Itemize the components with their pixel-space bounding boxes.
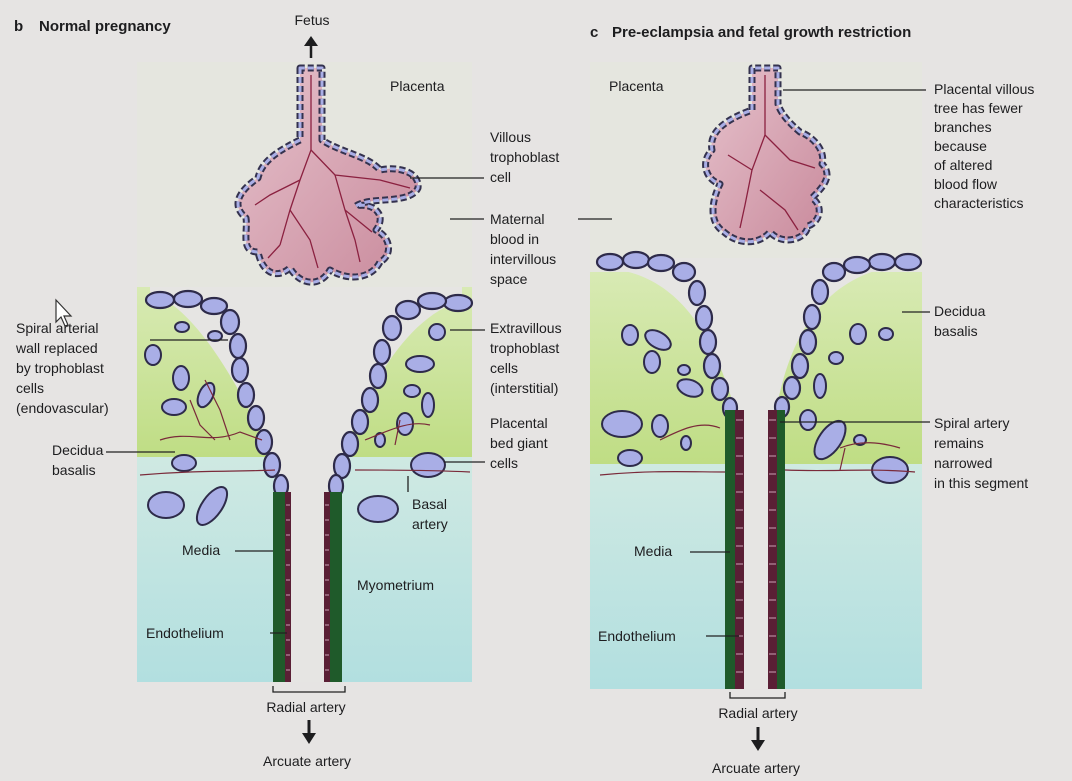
media-left-b bbox=[273, 492, 285, 682]
giant-line-2: bed giant bbox=[490, 435, 548, 451]
villous-tree-line-7: characteristics bbox=[934, 195, 1023, 211]
villous-line-1: Villous bbox=[490, 129, 531, 145]
villous-tree-line-6: blood flow bbox=[934, 176, 998, 192]
spiral-wall-line-4: cells bbox=[16, 380, 44, 396]
media-right-b bbox=[330, 492, 342, 682]
villous-trophoblast-label: Villous trophoblast cell bbox=[490, 129, 559, 185]
radial-artery-label-b: Radial artery bbox=[266, 699, 345, 715]
maternal-line-2: blood in bbox=[490, 231, 539, 247]
maternal-blood-label: Maternal blood in intervillous space bbox=[490, 211, 556, 287]
endothelium-left-c bbox=[735, 410, 744, 689]
maternal-line-1: Maternal bbox=[490, 211, 544, 227]
spiral-wall-line-5: (endovascular) bbox=[16, 400, 109, 416]
endothelium-label-c: Endothelium bbox=[598, 628, 676, 644]
panel-b-title: Normal pregnancy bbox=[39, 18, 171, 35]
fetus-label: Fetus bbox=[294, 12, 329, 28]
decidua-b-line-1: Decidua bbox=[52, 442, 104, 458]
placenta-label-c: Placenta bbox=[609, 78, 664, 94]
panel-c-title: Pre-eclampsia and fetal growth restricti… bbox=[612, 24, 911, 41]
panel-c-letter: c bbox=[590, 24, 598, 41]
arcuate-artery-label-b: Arcuate artery bbox=[263, 753, 351, 769]
giant-line-1: Placental bbox=[490, 415, 548, 431]
myometrium-label: Myometrium bbox=[357, 577, 434, 593]
extravillous-line-4: (interstitial) bbox=[490, 380, 558, 396]
media-right-c bbox=[777, 410, 785, 689]
extravillous-line-1: Extravillous bbox=[490, 320, 562, 336]
decidua-b-line-2: basalis bbox=[52, 462, 96, 478]
maternal-line-4: space bbox=[490, 271, 528, 287]
decidua-label-b: Decidua basalis bbox=[52, 442, 104, 478]
basal-line-2: artery bbox=[412, 516, 448, 532]
spiral-c-line-3: narrowed bbox=[934, 455, 992, 471]
media-label-b: Media bbox=[182, 542, 220, 558]
giant-line-3: cells bbox=[490, 455, 518, 471]
spiral-wall-line-3: by trophoblast bbox=[16, 360, 104, 376]
giant-cells-label: Placental bed giant cells bbox=[490, 415, 548, 471]
extravillous-line-2: trophoblast bbox=[490, 340, 559, 356]
villous-tree-line-4: because bbox=[934, 138, 987, 154]
radial-bracket-c bbox=[730, 692, 785, 698]
media-left-c bbox=[725, 410, 735, 689]
endothelium-label-b: Endothelium bbox=[146, 625, 224, 641]
villous-tree-line-5: of altered bbox=[934, 157, 992, 173]
spiral-wall-label: Spiral arterial wall replaced by trophob… bbox=[15, 320, 109, 416]
panel-b-letter: b bbox=[14, 18, 23, 35]
villous-tree-line-1: Placental villous bbox=[934, 81, 1034, 97]
maternal-line-3: intervillous bbox=[490, 251, 556, 267]
endothelium-right-c bbox=[768, 410, 777, 689]
spiral-c-line-1: Spiral artery bbox=[934, 415, 1009, 431]
villous-tree-line-3: branches bbox=[934, 119, 992, 135]
spiral-wall-line-1: Spiral arterial bbox=[16, 320, 98, 336]
arrow-up-icon bbox=[304, 36, 318, 58]
arrow-down-icon bbox=[302, 720, 316, 744]
spiral-c-line-4: in this segment bbox=[934, 475, 1028, 491]
arrow-down-icon bbox=[751, 727, 765, 751]
decidua-c-line-1: Decidua bbox=[934, 303, 986, 319]
basal-line-1: Basal bbox=[412, 496, 447, 512]
radial-artery-label-c: Radial artery bbox=[718, 705, 797, 721]
extravillous-line-3: cells bbox=[490, 360, 518, 376]
villous-line-2: trophoblast bbox=[490, 149, 559, 165]
placenta-label-b: Placenta bbox=[390, 78, 445, 94]
decidua-label-c: Decidua basalis bbox=[934, 303, 986, 339]
spiral-wall-line-2: wall replaced bbox=[15, 340, 98, 356]
radial-bracket-b bbox=[273, 686, 345, 692]
villous-tree-label: Placental villous tree has fewer branche… bbox=[934, 81, 1034, 211]
villous-line-3: cell bbox=[490, 169, 511, 185]
extravillous-label: Extravillous trophoblast cells (intersti… bbox=[490, 320, 562, 396]
villous-tree-line-2: tree has fewer bbox=[934, 100, 1023, 116]
decidua-c-line-2: basalis bbox=[934, 323, 978, 339]
spiral-artery-label-c: Spiral artery remains narrowed in this s… bbox=[934, 415, 1028, 491]
arcuate-artery-label-c: Arcuate artery bbox=[712, 760, 800, 776]
spiral-c-line-2: remains bbox=[934, 435, 984, 451]
panel-c bbox=[578, 62, 930, 751]
media-label-c: Media bbox=[634, 543, 672, 559]
